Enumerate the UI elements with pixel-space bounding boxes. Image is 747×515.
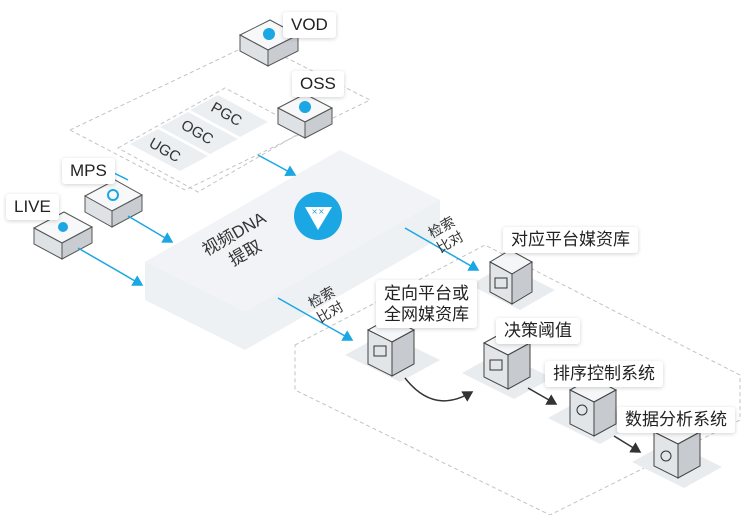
- targeted-library-line2: 全网媒资库: [384, 305, 469, 324]
- arrow-targeted-to-decision: [404, 377, 474, 402]
- arrow-live-to-dna: [77, 247, 144, 286]
- targeted-library-line1: 定向平台或: [384, 284, 469, 303]
- oss-label: OSS: [292, 71, 344, 97]
- arrow-dna-to-matched: [404, 227, 480, 271]
- pgc-tile: [190, 95, 268, 137]
- arrow-mps-to-dna: [127, 215, 174, 243]
- arrow-dna-to-targeted: [277, 297, 354, 341]
- analytics-label: 数据分析系统: [617, 407, 735, 433]
- dna-triangle-icon: ××: [294, 192, 342, 240]
- ugc-tile: [130, 129, 208, 171]
- dna-panel-top: [145, 150, 440, 312]
- targeted-library-label: 定向平台或 全网媒资库: [376, 280, 477, 328]
- oss-server-icon: [276, 93, 334, 139]
- sources-dashed-region: [68, 41, 372, 191]
- vod-label: VOD: [283, 12, 336, 38]
- arrow-content-to-dna: [257, 154, 297, 176]
- targeted-library-server-icon: [366, 317, 416, 377]
- matched-library-label: 对应平台媒资库: [503, 227, 638, 253]
- arrow-decision-to-ranking: [527, 387, 558, 405]
- live-label: LIVE: [6, 194, 59, 220]
- mps-label: MPS: [62, 158, 115, 184]
- matched-library-server-icon: [488, 249, 534, 305]
- decision-label: 决策阈值: [496, 318, 580, 344]
- svg-text:××: ××: [311, 207, 324, 216]
- mps-server-icon: [83, 179, 144, 228]
- arrow-ranking-to-analytics: [613, 435, 642, 453]
- live-server-icon: [32, 211, 94, 260]
- ogc-tile: [160, 112, 238, 154]
- ranking-label: 排序控制系统: [545, 361, 663, 387]
